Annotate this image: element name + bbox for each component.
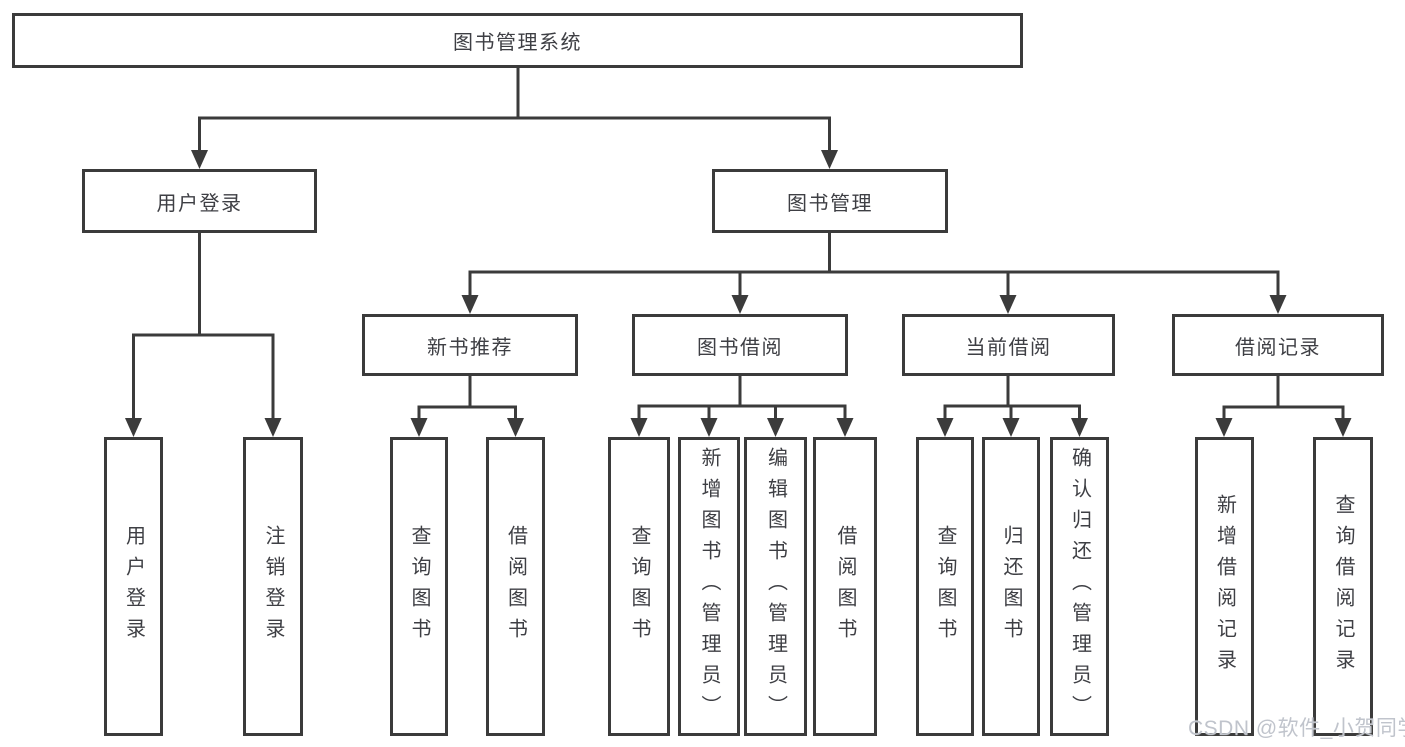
leaf-current-return-books: 归还图书: [982, 437, 1040, 736]
leaf-borrowing-edit-books-admin-label: 编辑图书（管理员）: [764, 447, 787, 726]
arrowhead-icons: [125, 150, 1352, 437]
connector-borrowing-records-to-leaves: [1222, 376, 1345, 420]
node-library-system: 图书管理系统: [12, 13, 1023, 68]
connector-root-to-level2: [198, 68, 831, 151]
connector-user-login-to-leaves: [132, 232, 275, 420]
leaf-current-confirm-return-admin-label: 确认归还（管理员）: [1068, 447, 1091, 726]
leaf-current-query-books-label: 查询图书: [934, 524, 956, 649]
leaf-recommend-query-books: 查询图书: [390, 437, 448, 736]
leaf-user-login-label: 用户登录: [122, 524, 145, 649]
csdn-watermark: CSDN @软件_小贺同学: [1188, 717, 1405, 740]
connector-current-borrowing-to-leaves: [943, 376, 1081, 420]
leaf-records-query-record: 查询借阅记录: [1313, 437, 1373, 736]
node-new-book-recommend: 新书推荐: [362, 314, 578, 376]
leaf-records-add-record-label: 新增借阅记录: [1213, 493, 1236, 680]
leaf-borrowing-query-books-label: 查询图书: [628, 524, 650, 649]
leaf-recommend-borrow-books-label: 借阅图书: [504, 524, 527, 649]
node-borrowing-records: 借阅记录: [1172, 314, 1384, 376]
leaf-borrowing-borrow-books-label: 借阅图书: [834, 524, 856, 649]
leaf-borrowing-borrow-books: 借阅图书: [813, 437, 877, 736]
node-current-borrowing: 当前借阅: [902, 314, 1115, 376]
connector-new-book-recommend-to-leaves: [417, 376, 517, 420]
leaf-recommend-query-books-label: 查询图书: [408, 524, 430, 649]
node-book-management: 图书管理: [712, 169, 948, 233]
leaf-recommend-borrow-books: 借阅图书: [486, 437, 545, 736]
leaf-current-confirm-return-admin: 确认归还（管理员）: [1050, 437, 1109, 736]
leaf-borrowing-query-books: 查询图书: [608, 437, 670, 736]
leaf-current-query-books: 查询图书: [916, 437, 974, 736]
leaf-logout: 注销登录: [243, 437, 303, 736]
leaf-borrowing-add-books-admin: 新增图书（管理员）: [678, 437, 740, 736]
leaf-records-query-record-label: 查询借阅记录: [1332, 493, 1354, 680]
leaf-user-login: 用户登录: [104, 437, 163, 736]
leaf-current-return-books-label: 归还图书: [1000, 524, 1022, 649]
node-user-login: 用户登录: [82, 169, 317, 233]
leaf-records-add-record: 新增借阅记录: [1195, 437, 1254, 736]
leaf-logout-label: 注销登录: [262, 524, 284, 649]
connector-book-borrowing-to-leaves: [637, 376, 847, 420]
leaf-borrowing-edit-books-admin: 编辑图书（管理员）: [744, 437, 807, 736]
leaf-borrowing-add-books-admin-label: 新增图书（管理员）: [698, 447, 720, 726]
connector-book-management-to-level3: [468, 233, 1280, 296]
node-book-borrowing: 图书借阅: [632, 314, 848, 376]
